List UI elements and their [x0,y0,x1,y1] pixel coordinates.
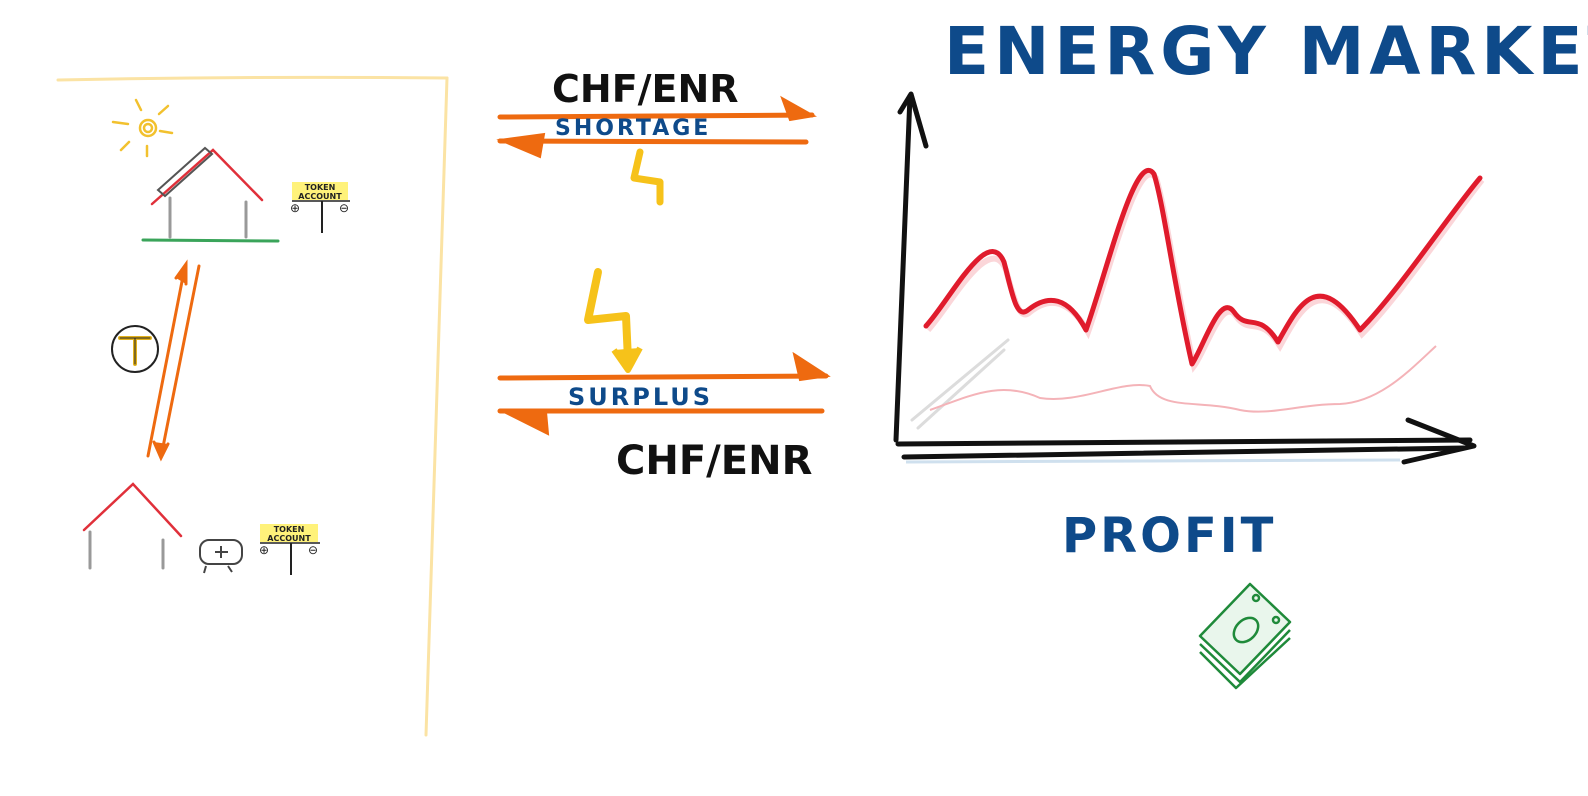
token-transfer-arrows [146,259,201,462]
surplus-arrows [497,351,831,436]
token-account-minus-bottom: ⊖ [308,543,318,557]
bottom-currency-label: CHF/ENR [616,438,812,484]
top-currency-label: CHF/ENR [552,67,739,111]
house-icon [82,482,183,570]
token-account-line1-bottom: TOKEN [274,525,305,534]
axis-shadow [905,458,1401,464]
battery-icon [199,539,243,574]
token-account-plus: ⊕ [290,201,300,215]
left-panel-border [56,75,449,737]
profit-label: PROFIT [1062,508,1276,564]
token-coin-icon [111,325,159,373]
money-stack-icon [1198,582,1292,690]
token-account-line2: ACCOUNT [298,192,342,201]
gray-trend-strokes [910,338,1010,430]
token-account-minus: ⊖ [339,201,349,215]
page-title: ENERGY MARKET [944,13,1588,90]
token-account-line1: TOKEN [305,183,336,192]
lightning-arrowhead [611,346,643,373]
token-account-line2-bottom: ACCOUNT [267,534,311,543]
lightning-icon-top [630,148,664,206]
lightning-icon-bottom [584,268,632,364]
surplus-label: SURPLUS [568,383,713,411]
token-account-plus-bottom: ⊕ [259,543,269,557]
shortage-label: SHORTAGE [555,116,711,141]
sun-icon [111,98,174,158]
token-account-sign-bottom: TOKEN ACCOUNT ⊕ ⊖ [259,524,320,575]
chart-axes [893,91,1477,465]
pink-price-line [929,345,1437,413]
shortage-arrows [496,95,817,159]
token-account-sign-top: TOKEN ACCOUNT ⊕ ⊖ [290,182,350,233]
red-price-line [923,168,1483,367]
solar-house-icon [141,146,280,243]
